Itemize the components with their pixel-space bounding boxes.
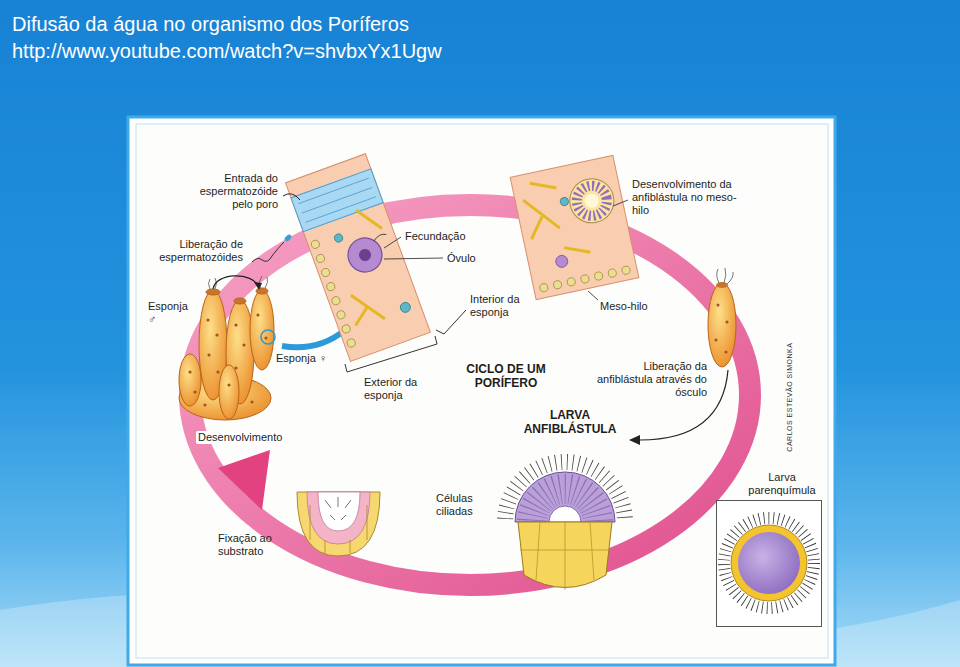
sperm-head <box>283 233 292 242</box>
parenchymula-larva <box>724 518 814 608</box>
part-label: Fecundação <box>405 230 485 243</box>
sponge-wall-section <box>286 154 431 362</box>
sponge-releasing-larva <box>708 268 736 367</box>
leader-line <box>613 200 628 206</box>
fixed-larva <box>297 492 380 556</box>
stage-label: Desenvolvimento <box>196 431 284 444</box>
leader-line <box>588 291 598 300</box>
credit-note: CARLOS ESTEVÃO SIMONKA <box>786 337 794 457</box>
zoom-arrow <box>282 330 345 347</box>
inset-heading: Larva parenquímula <box>741 471 823 497</box>
arrowhead <box>629 435 640 445</box>
inset-ground <box>716 500 822 627</box>
picture-inner <box>136 124 828 658</box>
part-label: Liberação de espermatozóides <box>148 238 243 264</box>
part-label: Células ciliadas <box>436 492 490 518</box>
zoom-circle <box>261 330 275 344</box>
mesohyl-section <box>510 155 639 299</box>
part-label: Óvulo <box>447 252 497 265</box>
part-label: Interior da esponja <box>470 293 532 319</box>
slide-title: Difusão da água no organismo dos Porífer… <box>12 13 409 37</box>
part-label: Exterior da esponja <box>364 376 430 402</box>
part-label: Liberação da anfiblástula através do ósc… <box>592 360 707 399</box>
part-label: Esponja ♀ <box>276 352 346 365</box>
leader-line <box>384 258 443 259</box>
inset-box: Larva parenquímula <box>716 500 822 627</box>
sperm-path-arrow <box>213 276 258 289</box>
cycle-arrowhead <box>218 450 270 510</box>
part-label: Esponja ♂ <box>148 300 196 326</box>
sperm-tail <box>252 242 284 262</box>
sponge-cluster <box>179 276 274 420</box>
stage-heading: LARVA ANFIBLÁSTULA <box>520 408 620 436</box>
cycle-heading: CICLO DE UM PORÍFERO <box>460 362 552 390</box>
part-label: Desenvolvimento da anfiblástula no meso-… <box>632 178 740 217</box>
leader-line <box>384 237 401 248</box>
pore-pointer <box>283 194 300 200</box>
part-label: Entrada do espermatozóide pelo poro <box>188 172 278 211</box>
amphiblastula-larva <box>505 462 625 590</box>
bracket <box>436 310 466 334</box>
cycle-ring <box>190 205 750 585</box>
picture-frame <box>128 117 835 665</box>
arrowhead <box>254 282 262 290</box>
stage-label: Fixação ao substrato <box>218 532 280 558</box>
part-label: Meso-hilo <box>600 300 660 313</box>
video-link: http://www.youtube.com/watch?v=shvbxYx1U… <box>12 40 632 64</box>
bracket <box>345 336 437 372</box>
